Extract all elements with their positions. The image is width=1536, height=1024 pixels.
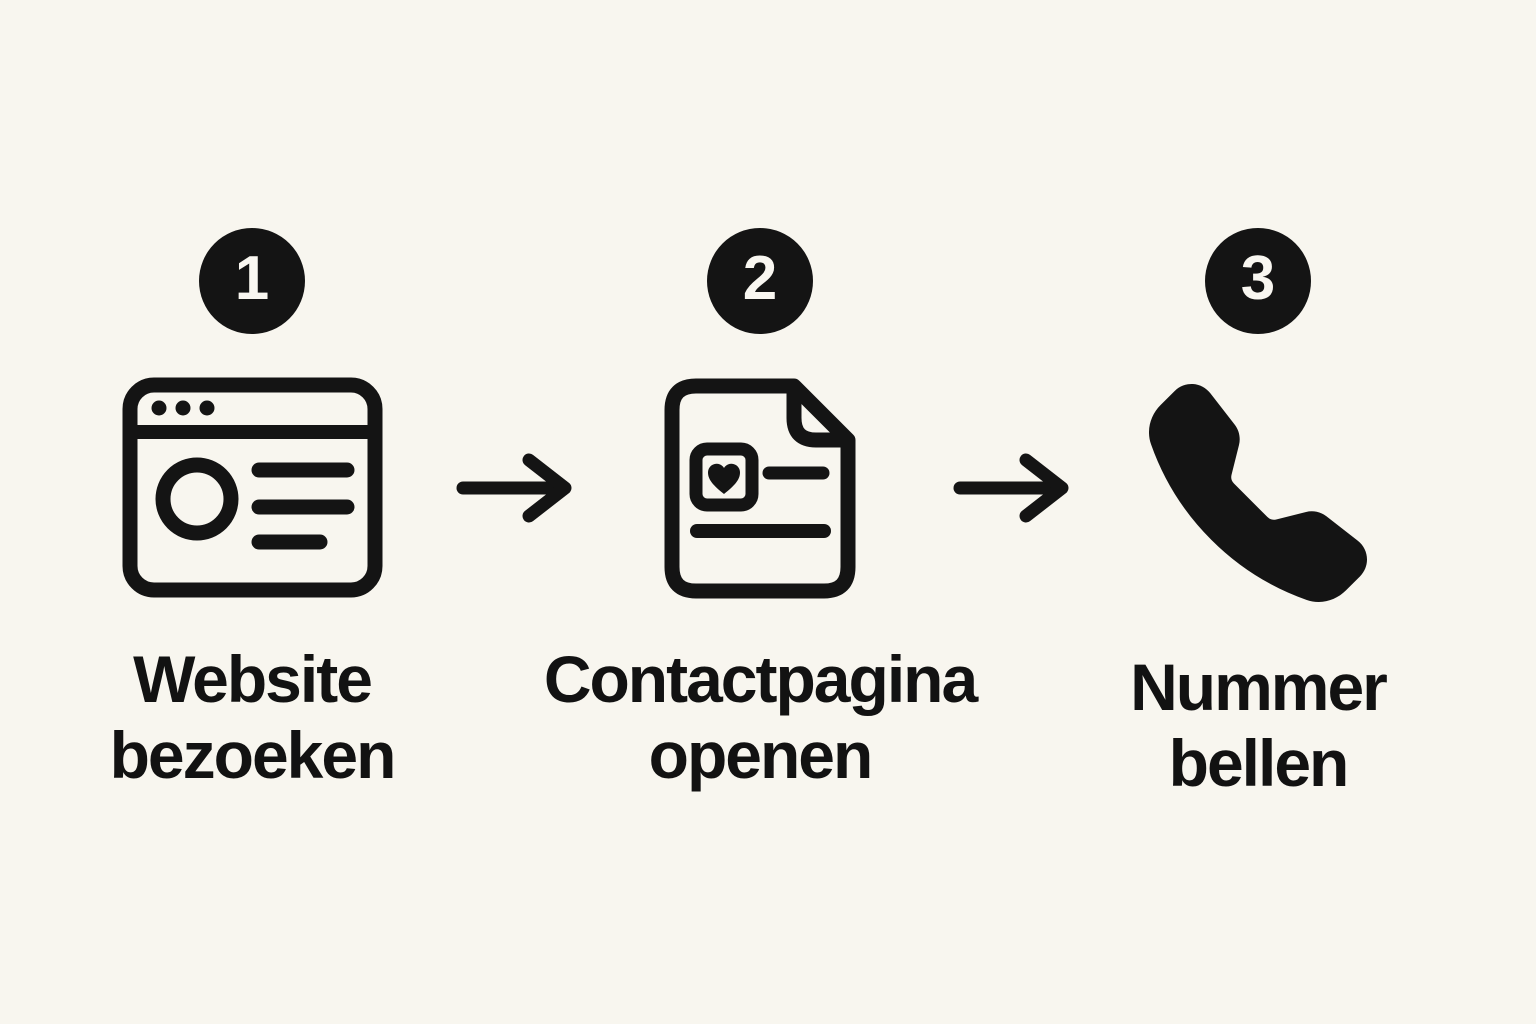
step-1-label-line-2: bezoeken — [109, 718, 397, 792]
step-2-number: 2 — [742, 244, 778, 313]
browser-window-icon — [121, 376, 384, 603]
step-1-number-badge: 1 — [199, 228, 305, 334]
step-2-number-badge: 2 — [707, 228, 813, 334]
step-3-number: 3 — [1240, 244, 1276, 313]
step-1-label-line-1: Website — [133, 642, 373, 716]
step-3-label-line-1: Nummer — [1130, 650, 1388, 724]
step-3-label: Nummer bellen — [1130, 649, 1388, 801]
step-2-label-line-1: Contactpagina — [543, 642, 978, 716]
step-2-label-line-2: openen — [648, 718, 874, 792]
step-1: 1 Website bezoeken — [32, 228, 472, 793]
step-1-number: 1 — [234, 244, 270, 313]
step-2: 2 Contactpagina openen — [540, 228, 980, 793]
step-3-number-badge: 3 — [1205, 228, 1311, 334]
contact-page-document-icon — [660, 376, 860, 603]
step-1-label: Website bezoeken — [109, 641, 397, 793]
phone-handset-icon — [1149, 376, 1367, 611]
right-arrow-icon — [455, 452, 575, 524]
step-3: 3 Nummer bellen — [1038, 228, 1478, 801]
step-2-label: Contactpagina openen — [543, 641, 978, 793]
right-arrow-icon — [952, 452, 1072, 524]
step-3-label-line-2: bellen — [1168, 726, 1350, 800]
